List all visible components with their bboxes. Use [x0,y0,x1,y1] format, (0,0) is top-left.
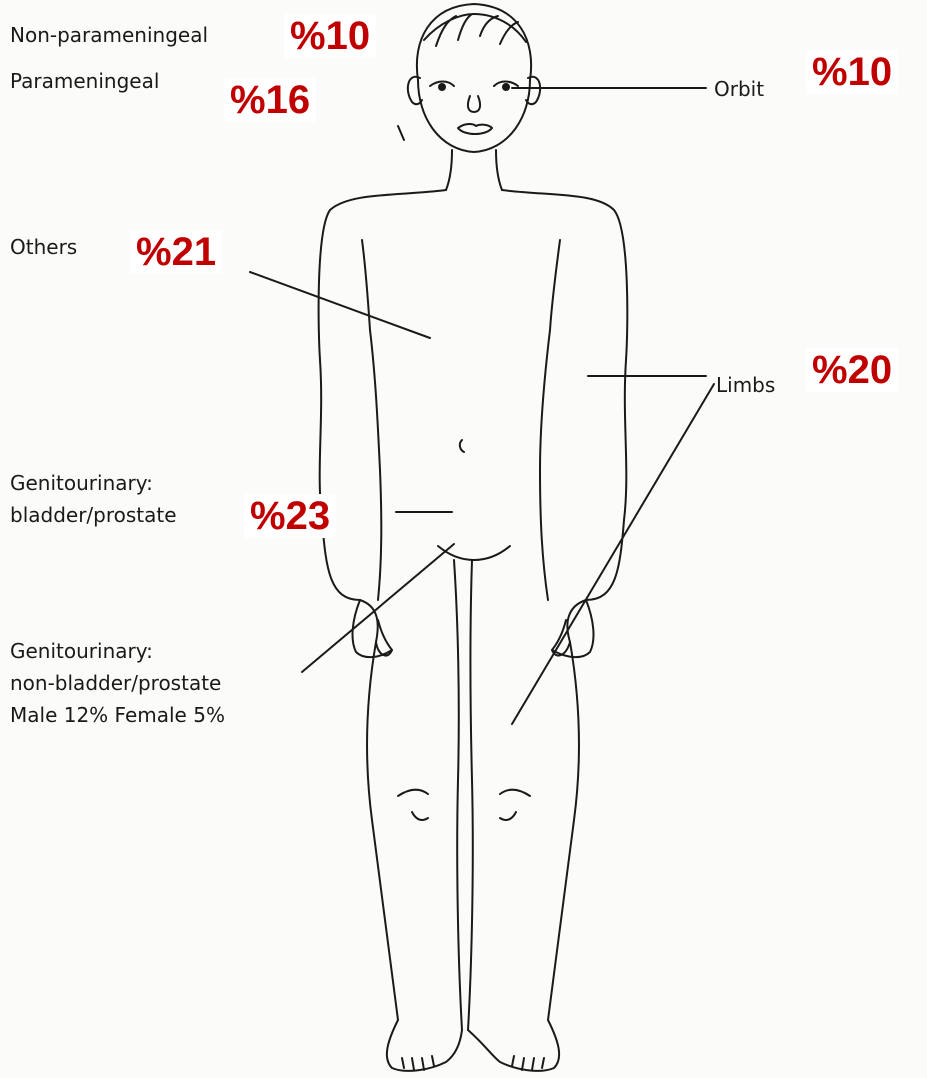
neck [446,150,502,190]
leader-others [250,272,430,338]
label-gu-non-bladder-line3: Male 12% Female 5% [10,702,225,729]
right-arm-torso [502,190,627,656]
hair-strands [424,14,526,46]
knee-left [398,790,428,820]
nose [468,96,480,112]
leg-left-outer [367,642,398,1020]
label-orbit: Orbit [714,76,764,103]
label-limbs: Limbs [716,372,775,399]
label-parameningeal: Parameningeal [10,68,159,95]
leg-right-outer [548,642,579,1020]
foot-right [468,1020,559,1071]
label-gu-bladder-line2: bladder/prostate [10,502,177,529]
inner-arm-left [370,330,381,600]
leg-inner-right [468,560,473,1030]
head-outline [417,4,531,152]
pct-gu-bladder: %23 [244,494,336,538]
pct-orbit: %10 [806,50,898,94]
label-gu-non-bladder-line1: Genitourinary: [10,638,153,665]
pupil-right [503,84,509,90]
armpit-right [550,240,560,330]
leader-parameningeal [398,126,404,140]
pct-non-parameningeal: %10 [284,14,376,58]
pct-others: %21 [130,230,222,274]
label-others: Others [10,234,77,261]
knee-right [500,790,530,820]
label-non-parameningeal: Non-parameningeal [10,22,208,49]
foot-left [387,1020,462,1071]
mouth [458,124,492,134]
label-gu-bladder-line1: Genitourinary: [10,470,153,497]
label-gu-non-bladder-line2: non-bladder/prostate [10,670,221,697]
pct-parameningeal: %16 [224,78,316,122]
navel [460,440,464,452]
left-arm-torso [319,190,446,656]
leader-gu-non-bladder [302,544,454,672]
pupil-left [439,84,445,90]
inner-arm-right [540,330,550,600]
pct-limbs: %20 [806,348,898,392]
leg-inner-left [454,560,462,1030]
